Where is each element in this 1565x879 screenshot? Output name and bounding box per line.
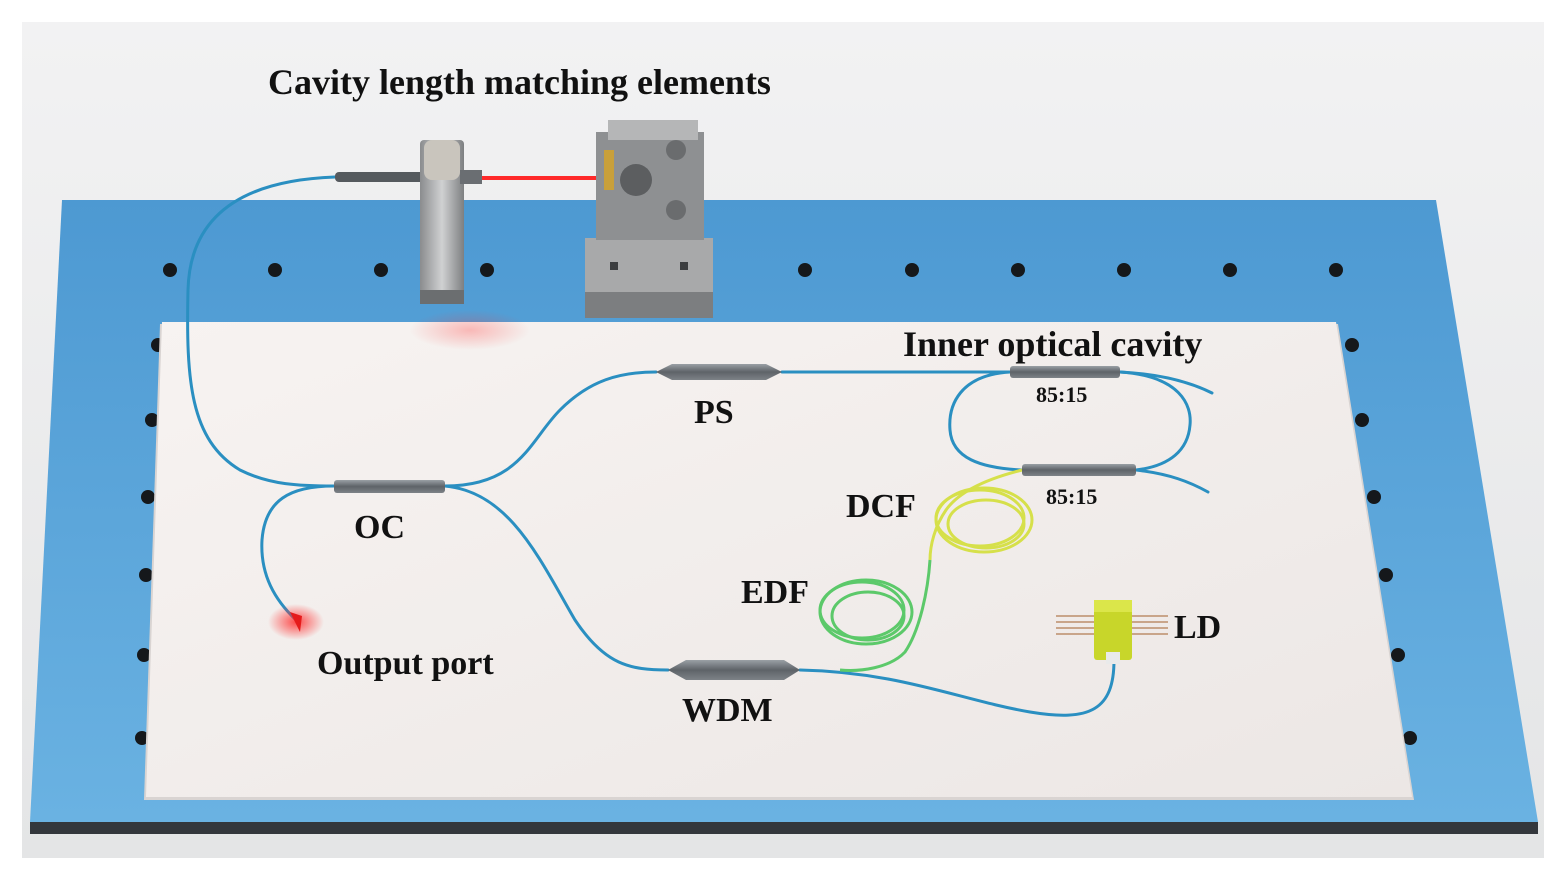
- fiber-collimator-to-oc: [186, 175, 337, 488]
- fiber-bottom-coupler-tail: [1134, 468, 1210, 494]
- fiber-wdm-to-ld: [798, 658, 1116, 717]
- dcf-coil: [928, 468, 1034, 561]
- output-port-tip: [290, 612, 302, 632]
- collimator-assembly: [335, 140, 482, 304]
- edf-coil: [818, 559, 932, 672]
- ps-component: [656, 364, 782, 380]
- fiber-paths: [186, 175, 1214, 717]
- wdm-component: [668, 660, 800, 680]
- label-ld: LD: [1174, 609, 1222, 646]
- fiber-oc-to-wdm: [443, 484, 670, 672]
- fiber-ring-top-left: [948, 370, 1024, 472]
- ld-component: [1056, 600, 1168, 664]
- fiber-ring-right: [1118, 370, 1192, 472]
- label-dcf: DCF: [846, 488, 916, 525]
- label-output-port: Output port: [317, 645, 494, 682]
- oc-component: [334, 480, 445, 493]
- label-inner-cavity: Inner optical cavity: [903, 324, 1203, 364]
- coupler-bottom: [1022, 464, 1136, 476]
- coupler-top: [1010, 366, 1120, 378]
- fiber-top-coupler-tail: [1118, 370, 1214, 395]
- label-coupler-top: 85:15: [1036, 382, 1088, 407]
- mirror-mount-stage: [585, 120, 713, 318]
- label-cavity-matching: Cavity length matching elements: [268, 62, 771, 102]
- label-edf: EDF: [741, 574, 809, 611]
- label-wdm: WDM: [682, 692, 773, 729]
- breadboard: [146, 322, 1412, 797]
- optical-table-edge: [30, 822, 1538, 834]
- label-oc: OC: [354, 509, 405, 546]
- label-coupler-bottom: 85:15: [1046, 484, 1098, 509]
- label-ps: PS: [694, 394, 734, 431]
- fiber-oc-to-ps: [443, 370, 658, 488]
- laser-glow: [410, 310, 530, 350]
- fiber-oc-to-output: [260, 484, 336, 622]
